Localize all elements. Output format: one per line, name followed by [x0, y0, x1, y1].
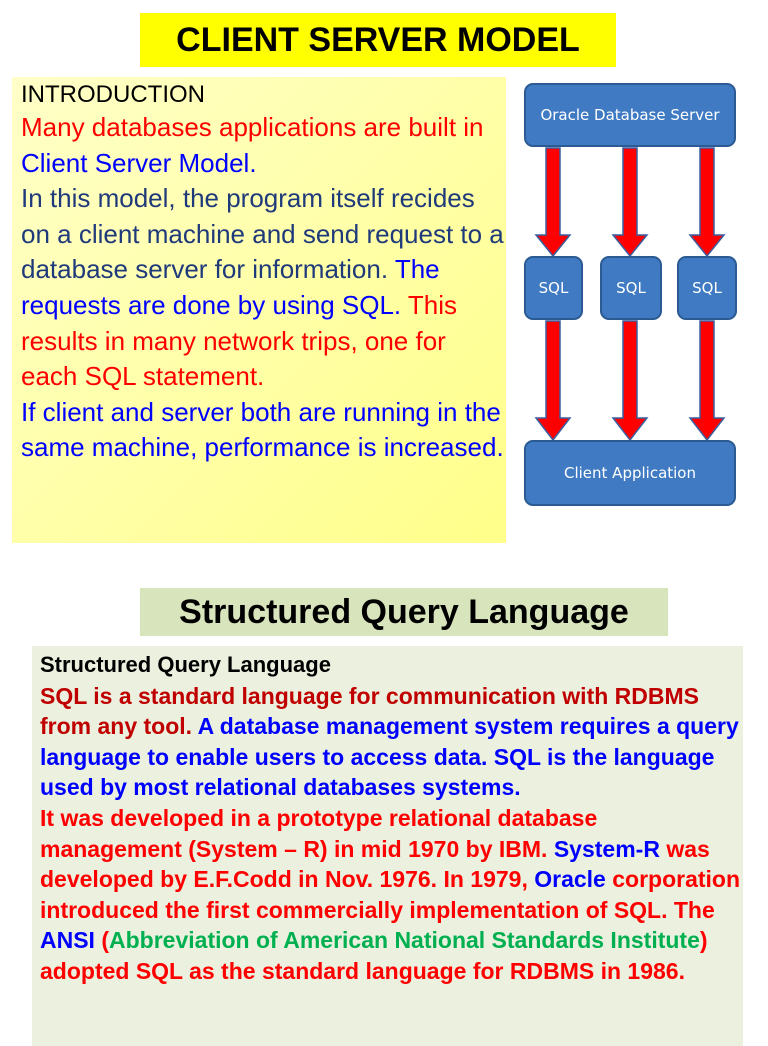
intro-sentence-3: This results in many network trips, one … — [21, 289, 458, 392]
sql-box-3: SQL — [677, 256, 737, 320]
section-title-sql: Structured Query Language — [140, 588, 668, 636]
intro-sentence-2: In this model, the program itself recide… — [21, 183, 504, 285]
arrow-sql-1-to-client — [534, 320, 572, 442]
sql-box-2: SQL — [600, 256, 662, 320]
client-server-diagram: Oracle Database Server SQL SQL SQL Clien… — [520, 80, 742, 510]
sql-heading: Structured Query Language — [40, 652, 331, 677]
intro-paragraph: Many databases applications are built in… — [21, 110, 506, 181]
arrow-server-to-sql-1 — [534, 147, 572, 258]
sql-history-4: ( — [94, 927, 110, 954]
arrow-server-to-sql-3 — [688, 147, 726, 258]
intro-paragraph: In this model, the program itself recide… — [21, 181, 506, 395]
sql-history-5: ) adopted SQL as the standard language f… — [40, 927, 708, 984]
oracle-term: Oracle — [534, 866, 606, 893]
introduction-heading: INTRODUCTION — [21, 81, 205, 108]
intro-sentence-4: If client and server both are running in… — [21, 396, 504, 463]
sql-history-paragraph: It was developed in a prototype relation… — [40, 803, 743, 987]
sql-definition: SQL is a standard language for communica… — [40, 682, 699, 740]
client-application-box: Client Application — [524, 440, 736, 506]
sql-history-2: was developed by E.F.Codd in Nov. 1976. … — [40, 835, 710, 893]
sql-dbms-text: A database management system requires a … — [40, 713, 739, 801]
intro-sentence-1-highlight: Client Server Model. — [21, 147, 257, 178]
intro-sentence-1: Many databases applications are built in — [21, 112, 484, 142]
intro-paragraph: If client and server both are running in… — [21, 395, 506, 466]
system-r-term: System-R — [553, 835, 660, 862]
ansi-abbreviation: Abbreviation of American National Standa… — [109, 927, 700, 954]
arrow-server-to-sql-2 — [611, 147, 649, 258]
sql-history-3: corporation introduced the first commerc… — [40, 866, 741, 923]
page-title-client-server: CLIENT SERVER MODEL — [140, 13, 616, 67]
intro-sentence-2-highlight: The requests are done by using SQL. — [21, 254, 440, 320]
arrow-sql-2-to-client — [611, 320, 649, 442]
sql-history-1: It was developed in a prototype relation… — [40, 804, 598, 862]
sql-box-1: SQL — [524, 256, 583, 320]
arrow-sql-3-to-client — [688, 320, 726, 442]
introduction-panel: INTRODUCTION Many databases applications… — [12, 77, 506, 543]
oracle-server-box: Oracle Database Server — [524, 83, 736, 147]
ansi-term: ANSI — [40, 927, 95, 954]
sql-paragraph: SQL is a standard language for communica… — [40, 681, 743, 803]
diagram-arrows — [534, 147, 726, 442]
sql-description-panel: Structured Query Language SQL is a stand… — [32, 646, 743, 1046]
